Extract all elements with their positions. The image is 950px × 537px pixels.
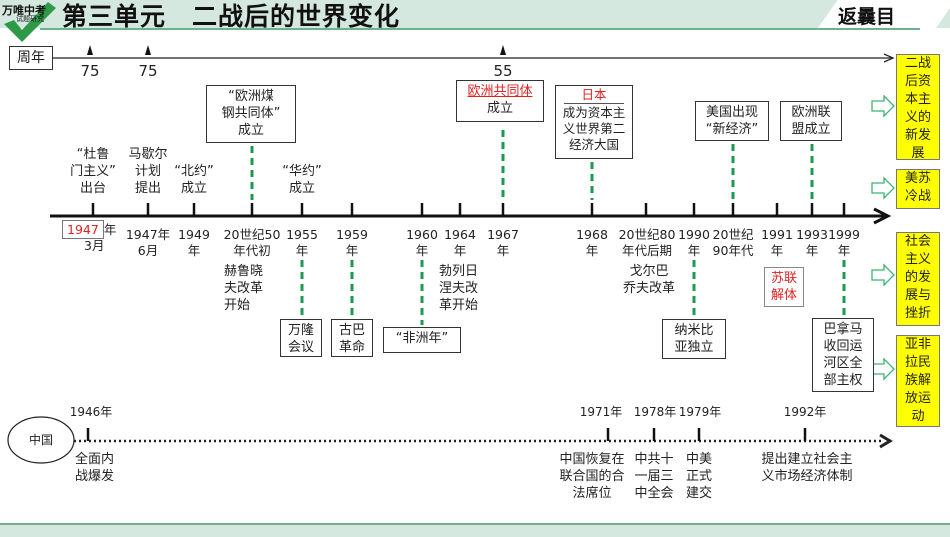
date-1949: 1949 年: [178, 227, 210, 258]
category-capitalism: 二战 后资 本主 义的 新发 展: [896, 54, 940, 161]
date-1947-june: 1947年 6月: [125, 227, 171, 258]
event-box-cuba: 古巴 革命: [331, 319, 373, 357]
china-label: 中国: [28, 433, 53, 447]
date-1991: 1991 年: [761, 227, 793, 258]
event-label-truman: “杜鲁 门主义” 出台: [70, 147, 116, 196]
event-label-marshall: 马歇尔 计划 提出: [128, 147, 168, 196]
date-1959: 1959 年: [336, 227, 368, 258]
footer-band: [0, 523, 950, 537]
event-box-ussr-collapse: 苏联 解体: [764, 267, 804, 307]
date-1960: 1960 年: [406, 227, 438, 258]
date-1999: 1999 年: [828, 227, 860, 258]
date-1947-suffix: 年: [103, 222, 117, 237]
date-1967: 1967 年: [487, 227, 519, 258]
date-1964: 1964 年: [444, 227, 476, 258]
anniversary-marker-3: [500, 45, 506, 55]
header-underline: [40, 28, 920, 30]
date-1990: 1990 年: [678, 227, 710, 258]
china-year-1992: 1992年: [783, 405, 827, 419]
date-1950s: 20世纪50 年代初: [223, 227, 281, 258]
china-event-1946: 全面内 战爆发: [75, 452, 115, 484]
event-box-eu: 欧洲联 盟成立: [780, 101, 842, 141]
event-box-ec: 欧洲共同体 成立: [456, 80, 544, 122]
china-ticks: [86, 428, 807, 441]
date-1968: 1968 年: [576, 227, 608, 258]
event-label-brezhnev: 勃列日 涅夫改 革开始: [439, 264, 479, 313]
anniversary-value-2: 75: [138, 62, 158, 80]
event-box-panama: 巴拿马 收回运 河区全 部主权: [812, 318, 874, 392]
anniversary-marker-1: [87, 45, 93, 55]
event-box-bandung: 万隆 会议: [280, 319, 322, 357]
logo-text: 万唯中考: [2, 4, 46, 17]
event-box-us-new-economy: 美国出现 “新经济”: [695, 101, 769, 141]
china-event-1978: 中共十 一届三 中全会: [634, 452, 674, 501]
anniversary-marker-2: [145, 45, 151, 55]
event-label-khrushchev: 赫鲁晓 夫改革 开始: [224, 264, 264, 313]
china-event-1971: 中国恢复在 联合国的合 法席位: [559, 452, 625, 501]
header-band: [0, 0, 950, 28]
category-cold-war: 美苏 冷战: [896, 169, 940, 209]
event-box-japan-title: 日本: [564, 87, 624, 104]
event-box-japan-text: 成为资本主 义世界第二 经济大国: [562, 105, 626, 152]
date-1993: 1993 年: [796, 227, 828, 258]
china-year-1978: 1978年: [633, 405, 677, 419]
world-ticks: [91, 203, 846, 216]
event-label-gorbachev: 戈尔巴 乔夫改革: [622, 264, 675, 296]
event-box-africa-year: “非洲年”: [383, 327, 461, 353]
category-socialism: 社会 主义 的发 展与 挫折: [896, 232, 940, 326]
event-label-warsaw: “华约” 成立: [282, 164, 322, 196]
logo-subtext: 试题研究: [16, 15, 44, 23]
back-to-contents-button[interactable]: 返曩目: [838, 6, 896, 28]
category-national-liberation: 亚非 拉民 族解 放运 动: [896, 335, 940, 427]
event-box-japan: 日本 成为资本主 义世界第二 经济大国: [555, 85, 633, 159]
anniversary-label: 周年: [9, 46, 53, 70]
event-box-ecsc: “欧洲煤 钢共同体” 成立: [206, 85, 296, 143]
event-label-nato: “北约” 成立: [174, 164, 214, 196]
anniversary-value-1: 75: [80, 62, 100, 80]
category-arrows: [871, 94, 895, 381]
event-box-namibia: 纳米比 亚独立: [662, 319, 726, 359]
date-1990s: 20世纪 90年代: [712, 227, 754, 258]
date-1947-highlight: 1947: [62, 220, 104, 239]
date-1947-month: 3月: [84, 238, 105, 253]
green-dashed-connectors: [250, 130, 846, 325]
china-year-1979: 1979年: [678, 405, 722, 419]
china-event-1992: 提出建立社会主 义市场经济体制: [761, 452, 853, 484]
logo-check-icon: [4, 2, 56, 42]
anniversary-value-3: 55: [493, 62, 513, 80]
china-year-1946: 1946年: [69, 405, 113, 419]
page-title: 第三单元 二战后的世界变化: [62, 2, 401, 31]
anniversary-arrowhead: [883, 53, 895, 63]
event-box-ec-text: 成立: [486, 101, 513, 116]
date-1980s: 20世纪80 年代后期: [618, 227, 676, 258]
china-year-1971: 1971年: [579, 405, 623, 419]
china-event-1979: 中美 正式 建交: [685, 452, 712, 501]
date-1955: 1955 年: [286, 227, 318, 258]
china-axis-arrowhead: [879, 433, 893, 449]
event-box-ec-title: 欧洲共同体: [467, 84, 533, 99]
world-axis-arrowhead: [873, 207, 892, 225]
